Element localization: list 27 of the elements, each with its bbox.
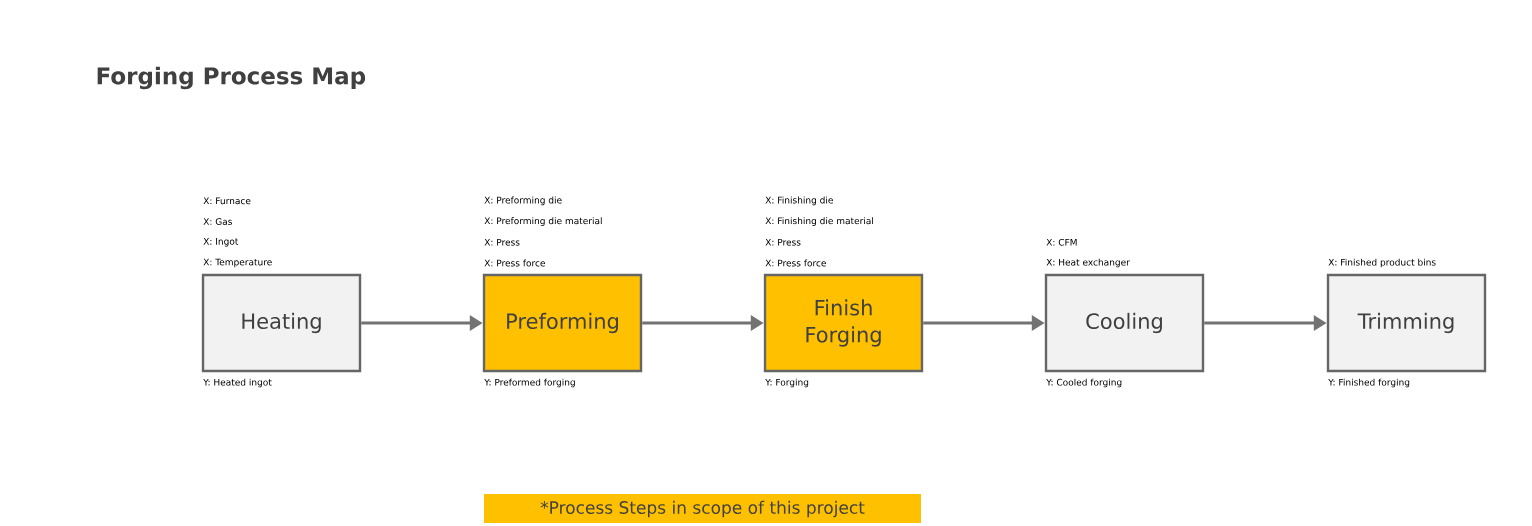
output-label: Y: Heated ingot [203,378,272,388]
input-label: X: Finishing die [765,196,833,206]
input-label: X: Press force [484,259,545,267]
input-label: X: Preforming die material [484,217,602,226]
input-label: X: Press force [765,259,826,267]
process-box: Finish Forging [763,273,924,373]
process-box: Trimming [1326,273,1487,373]
process-box: Heating [201,273,362,373]
process-box: Preforming [482,273,643,373]
input-label: X: Temperature [203,258,272,268]
output-label: Y: Finished forging [1328,378,1410,388]
output-label: Y: Cooled forging [1046,378,1122,388]
input-label: X: Press [484,238,520,246]
input-label: X: Finished product bins [1328,258,1436,268]
input-label: X: Furnace [203,197,251,205]
input-label: X: Finishing die material [765,217,873,226]
input-label: X: Gas [203,218,232,225]
output-label: Y: Forging [765,378,809,388]
legend-text: *Process Steps in scope of this project [540,500,865,518]
input-label: X: Preforming die [484,196,562,206]
process-box: Cooling [1044,273,1205,373]
title: Forging Process Map [97,66,366,90]
output-label: Y: Preformed forging [484,378,575,388]
input-label: X: Heat exchanger [1046,258,1130,268]
input-label: X: CFM [1046,238,1077,246]
input-label: X: Press [765,238,801,246]
input-label: X: Ingot [203,238,239,247]
